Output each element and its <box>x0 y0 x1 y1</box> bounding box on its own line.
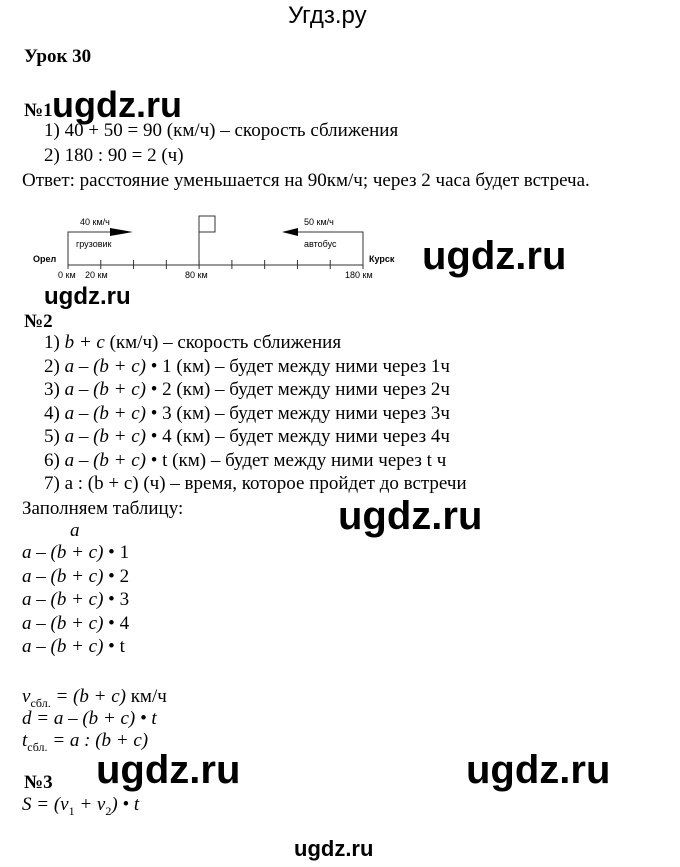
bus-path <box>298 231 364 265</box>
flag-icon <box>198 215 216 233</box>
task1-line: 2) 180 : 90 = 2 (ч) <box>44 145 184 166</box>
table-row: a – (b + c) • 1 <box>22 542 130 563</box>
task2-label: №2 <box>24 311 53 332</box>
table-row: a – (b + c) • 4 <box>22 612 130 634</box>
right-arrow-icon <box>110 228 133 236</box>
truck-path <box>67 231 110 265</box>
formula-speed: vсбл. = (b + c) км/ч <box>22 686 167 710</box>
km-label: 20 км <box>85 270 108 280</box>
truck-speed: 40 км/ч <box>80 217 110 227</box>
table-row: a – (b + c) • 2 <box>22 565 130 587</box>
task2-line: 4) a – (b + c) • 3 (км) – будет между ни… <box>44 402 450 424</box>
task2-line: 6) a – (b + c) • t (км) – будет между ни… <box>44 449 447 471</box>
task3-formula: S = (v1 + v2) • t <box>22 794 140 818</box>
formula-time: tсбл. = a : (b + c) <box>22 730 149 754</box>
task1-line: 1) 40 + 50 = 90 (км/ч) – скорость сближе… <box>44 120 399 141</box>
footer-watermark: ugdz.ru <box>294 836 374 861</box>
watermark: ugdz.ru <box>44 283 131 310</box>
fill-table-text: Заполняем таблицу: <box>22 498 184 519</box>
site-title: Угдз.ру <box>288 2 367 29</box>
task2-line: 2) a – (b + c) • 1 (км) – будет между ни… <box>44 355 450 377</box>
table-row: a – (b + c) • t <box>22 636 125 657</box>
truck-label: грузовик <box>76 239 112 249</box>
table-header: a <box>70 520 80 541</box>
bus-label: автобус <box>304 239 337 249</box>
city-left: Орел <box>33 254 57 264</box>
table-row: a – (b + c) • 3 <box>22 589 130 610</box>
task1-answer: Ответ: расстояние уменьшается на 90км/ч;… <box>22 170 590 191</box>
task1-label: №1 <box>24 100 53 121</box>
watermark: ugdz.ru <box>422 234 567 278</box>
city-right: Курск <box>369 254 395 264</box>
task2-line: 7) a : (b + c) (ч) – время, которое прой… <box>44 473 467 494</box>
watermark: ugdz.ru <box>52 84 182 125</box>
km-label: 80 км <box>185 270 208 280</box>
task2-line: 5) a – (b + c) • 4 (км) – будет между ни… <box>44 426 450 447</box>
km-label: 0 км <box>58 270 76 280</box>
motion-diagram: 40 км/ч грузовик 50 км/ч автобус Орел Ку… <box>33 215 395 280</box>
bus-speed: 50 км/ч <box>304 217 334 227</box>
watermark: ugdz.ru <box>466 748 611 792</box>
km-label: 180 км <box>345 270 373 280</box>
watermark: ugdz.ru <box>338 494 483 538</box>
task2-line: 3) a – (b + c) • 2 (км) – будет между ни… <box>44 379 450 400</box>
left-arrow-icon <box>282 228 298 236</box>
task2-line: 1) b + c (км/ч) – скорость сближения <box>44 332 342 353</box>
watermark: ugdz.ru <box>96 748 241 792</box>
formula-distance: d = a – (b + c) • t <box>22 708 157 729</box>
task3-label: №3 <box>24 772 53 793</box>
lesson-title: Урок 30 <box>24 46 92 67</box>
